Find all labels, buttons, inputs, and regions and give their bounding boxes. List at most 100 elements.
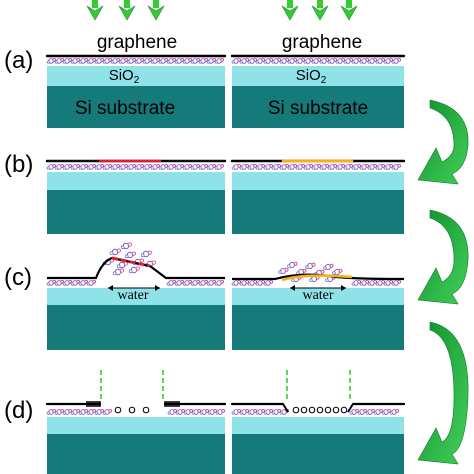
adsorbate-molecule	[102, 408, 112, 415]
adsorbate-molecule	[287, 261, 298, 268]
sio2-layer	[232, 288, 404, 305]
adsorbate-molecule	[207, 408, 218, 415]
adsorbate-molecule	[110, 57, 120, 64]
adsorbate-molecule	[110, 164, 120, 170]
adsorbate-molecule	[62, 57, 72, 64]
adsorbate-molecule	[239, 279, 250, 286]
adsorbate-molecule	[383, 57, 394, 64]
etched-pore	[316, 406, 324, 414]
adsorbate-molecule	[116, 261, 128, 269]
adsorbate-molecule	[351, 164, 362, 170]
adsorbate-molecule	[112, 268, 124, 276]
graphene-layers	[45, 54, 406, 414]
adsorbate-molecule	[239, 57, 250, 64]
adsorbate-molecule	[126, 164, 137, 170]
etched-pore	[332, 406, 340, 414]
adsorbate-molecule	[167, 408, 178, 415]
adsorbate-molecule	[182, 164, 193, 170]
adsorbate-molecule	[323, 263, 334, 270]
graphene-edge	[282, 403, 289, 413]
adsorbate-molecule	[327, 57, 338, 64]
adsorbate-molecule	[70, 408, 80, 415]
si-substrate-layer	[47, 434, 225, 474]
si-substrate-layer	[47, 86, 225, 128]
adsorbate-molecule	[327, 164, 338, 170]
adsorbate-molecule	[231, 408, 242, 415]
adsorbate-molecule	[70, 57, 80, 64]
adsorbate-molecule	[46, 164, 56, 170]
adsorbate-molecule	[214, 279, 225, 286]
adsorbate-molecule	[367, 57, 378, 64]
panel-label-c: (c)	[4, 264, 32, 291]
adsorbate-molecule	[357, 408, 368, 415]
adsorbate-molecule	[351, 279, 362, 286]
adsorbate-molecule	[120, 242, 132, 250]
laser-arrows	[86, 0, 358, 21]
adsorbate-molecule	[279, 57, 290, 64]
adsorbate-molecule	[62, 164, 72, 170]
etched-pore	[142, 406, 150, 414]
adsorbate-molecule	[118, 57, 128, 64]
graphene-label-right: graphene	[282, 32, 362, 53]
etched-pore	[300, 406, 308, 414]
adsorbate-molecule	[383, 164, 394, 170]
adsorbate-molecule	[359, 164, 370, 170]
adsorbate-molecule	[86, 408, 96, 415]
adsorbate-molecule	[182, 279, 193, 286]
adsorbate-molecule	[279, 164, 290, 170]
adsorbate-molecule	[94, 164, 104, 170]
adsorbate-molecule	[190, 57, 201, 64]
si-substrate-layer	[47, 190, 225, 234]
adsorbate-molecule	[391, 57, 402, 64]
si-substrate-layer	[232, 434, 404, 474]
adsorbate-molecule	[158, 164, 169, 170]
adsorbate-molecule	[365, 408, 376, 415]
adsorbate-molecule	[134, 57, 145, 64]
process-arrows	[417, 99, 469, 465]
etched-pore	[292, 406, 300, 414]
adsorbate-molecule	[54, 279, 64, 286]
adsorbate-molecule	[287, 164, 298, 170]
si-substrate-layer	[47, 305, 225, 350]
adsorbate-molecule	[263, 408, 274, 415]
adsorbate-molecule	[166, 164, 177, 170]
sio2-label-right: SiO2	[296, 67, 327, 86]
adsorbate-molecule	[199, 408, 210, 415]
adsorbate-molecule	[109, 248, 121, 256]
adsorbate-molecule	[198, 279, 209, 286]
sio2-layer	[47, 66, 225, 86]
adsorbate-molecule	[46, 57, 56, 64]
adsorbate-molecules	[46, 57, 402, 415]
adsorbate-molecule	[295, 164, 306, 170]
adsorbate-molecule	[239, 408, 250, 415]
adsorbate-molecule	[206, 164, 217, 170]
adsorbate-molecule	[335, 164, 346, 170]
laser-arrow	[340, 0, 358, 21]
adsorbate-molecule	[309, 275, 320, 282]
adsorbate-molecule	[78, 408, 88, 415]
adsorbate-molecule	[295, 57, 306, 64]
oxidized-region	[111, 256, 151, 268]
adsorbate-molecule	[174, 279, 185, 286]
adsorbate-molecule	[54, 164, 64, 170]
graphene-edge	[86, 401, 101, 407]
adsorbate-molecule	[166, 57, 177, 64]
si-substrate-layer	[232, 305, 404, 350]
adsorbate-molecule	[206, 57, 217, 64]
adsorbate-molecule	[183, 408, 194, 415]
adsorbate-molecule	[102, 57, 112, 64]
sio2-layer	[47, 417, 225, 434]
adsorbate-molecule	[349, 408, 360, 415]
etched-pore	[308, 406, 316, 414]
graphene-edge	[347, 403, 354, 413]
adsorbate-molecule	[359, 279, 370, 286]
adsorbate-molecule	[126, 57, 137, 64]
adsorbate-molecule	[128, 266, 140, 274]
adsorbate-molecule	[247, 164, 258, 170]
adsorbate-molecule	[86, 164, 96, 170]
etched-pore	[128, 406, 136, 414]
adsorbate-molecule	[263, 164, 274, 170]
panel-label-a: (a)	[4, 47, 33, 74]
adsorbate-molecule	[383, 279, 394, 286]
adsorbate-molecule	[391, 164, 402, 170]
